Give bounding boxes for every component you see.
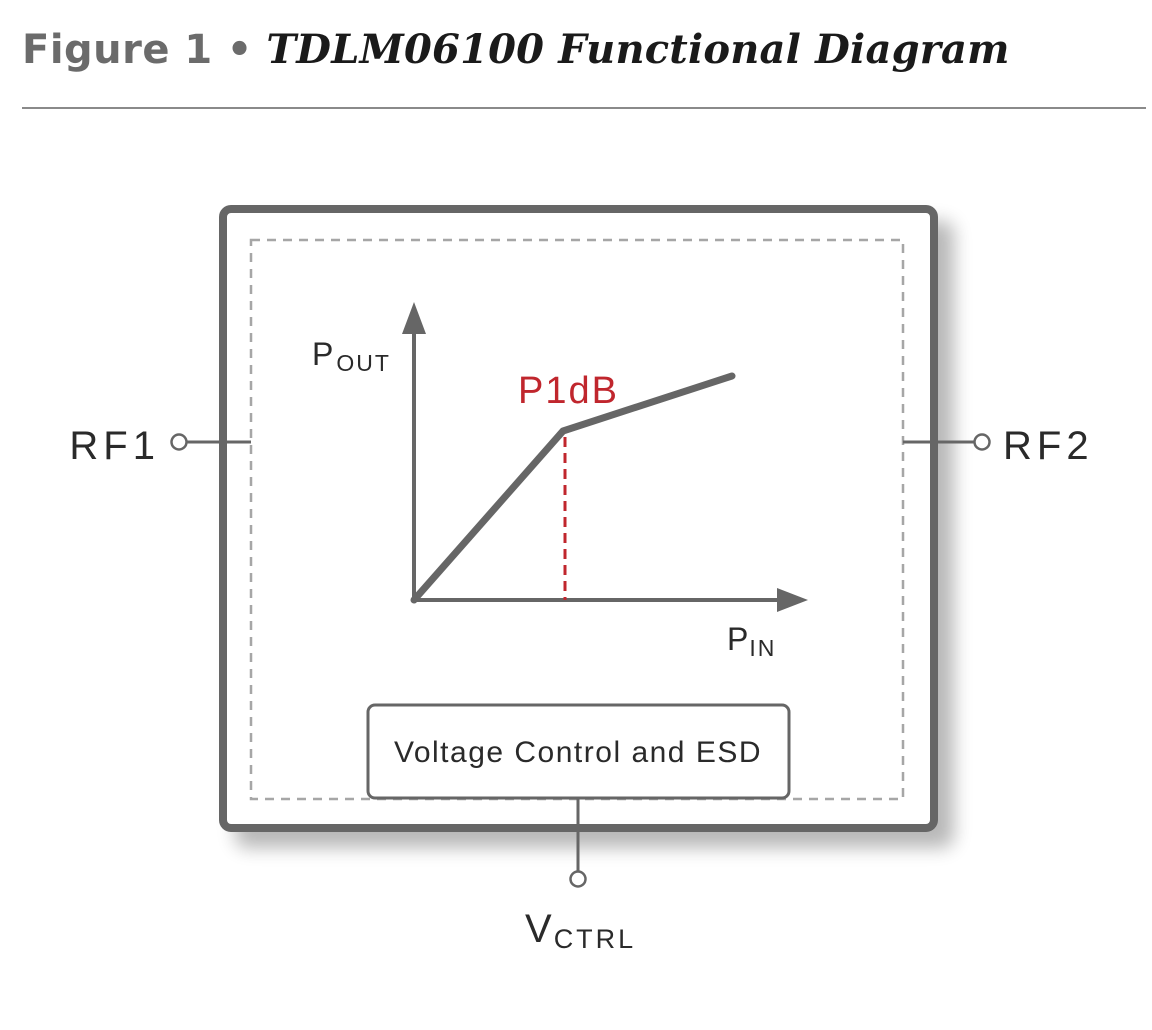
voltage-control-label: Voltage Control and ESD — [394, 736, 762, 769]
rf1-terminal — [170, 433, 188, 451]
figure-title: TDLM06100 Functional Diagram — [266, 26, 1010, 73]
p1db-label: P1dB — [518, 370, 619, 412]
header-rule — [22, 107, 1146, 109]
vctrl-terminal — [569, 870, 587, 888]
y-axis-arrowhead — [402, 302, 426, 334]
vctrl-label: VCTRL — [525, 907, 636, 954]
figure-bullet: • — [226, 27, 253, 73]
figure-label: Figure 1 — [22, 27, 213, 73]
x-axis-arrowhead — [777, 588, 808, 612]
rf1-label: RF1 — [69, 424, 160, 468]
rf2-label: RF2 — [1003, 424, 1094, 468]
compression-curve — [410, 372, 736, 604]
x-axis-label: PIN — [727, 621, 776, 661]
figure-header: Figure 1 • TDLM06100 Functional Diagram — [22, 26, 1132, 86]
rf2-terminal — [973, 433, 991, 451]
